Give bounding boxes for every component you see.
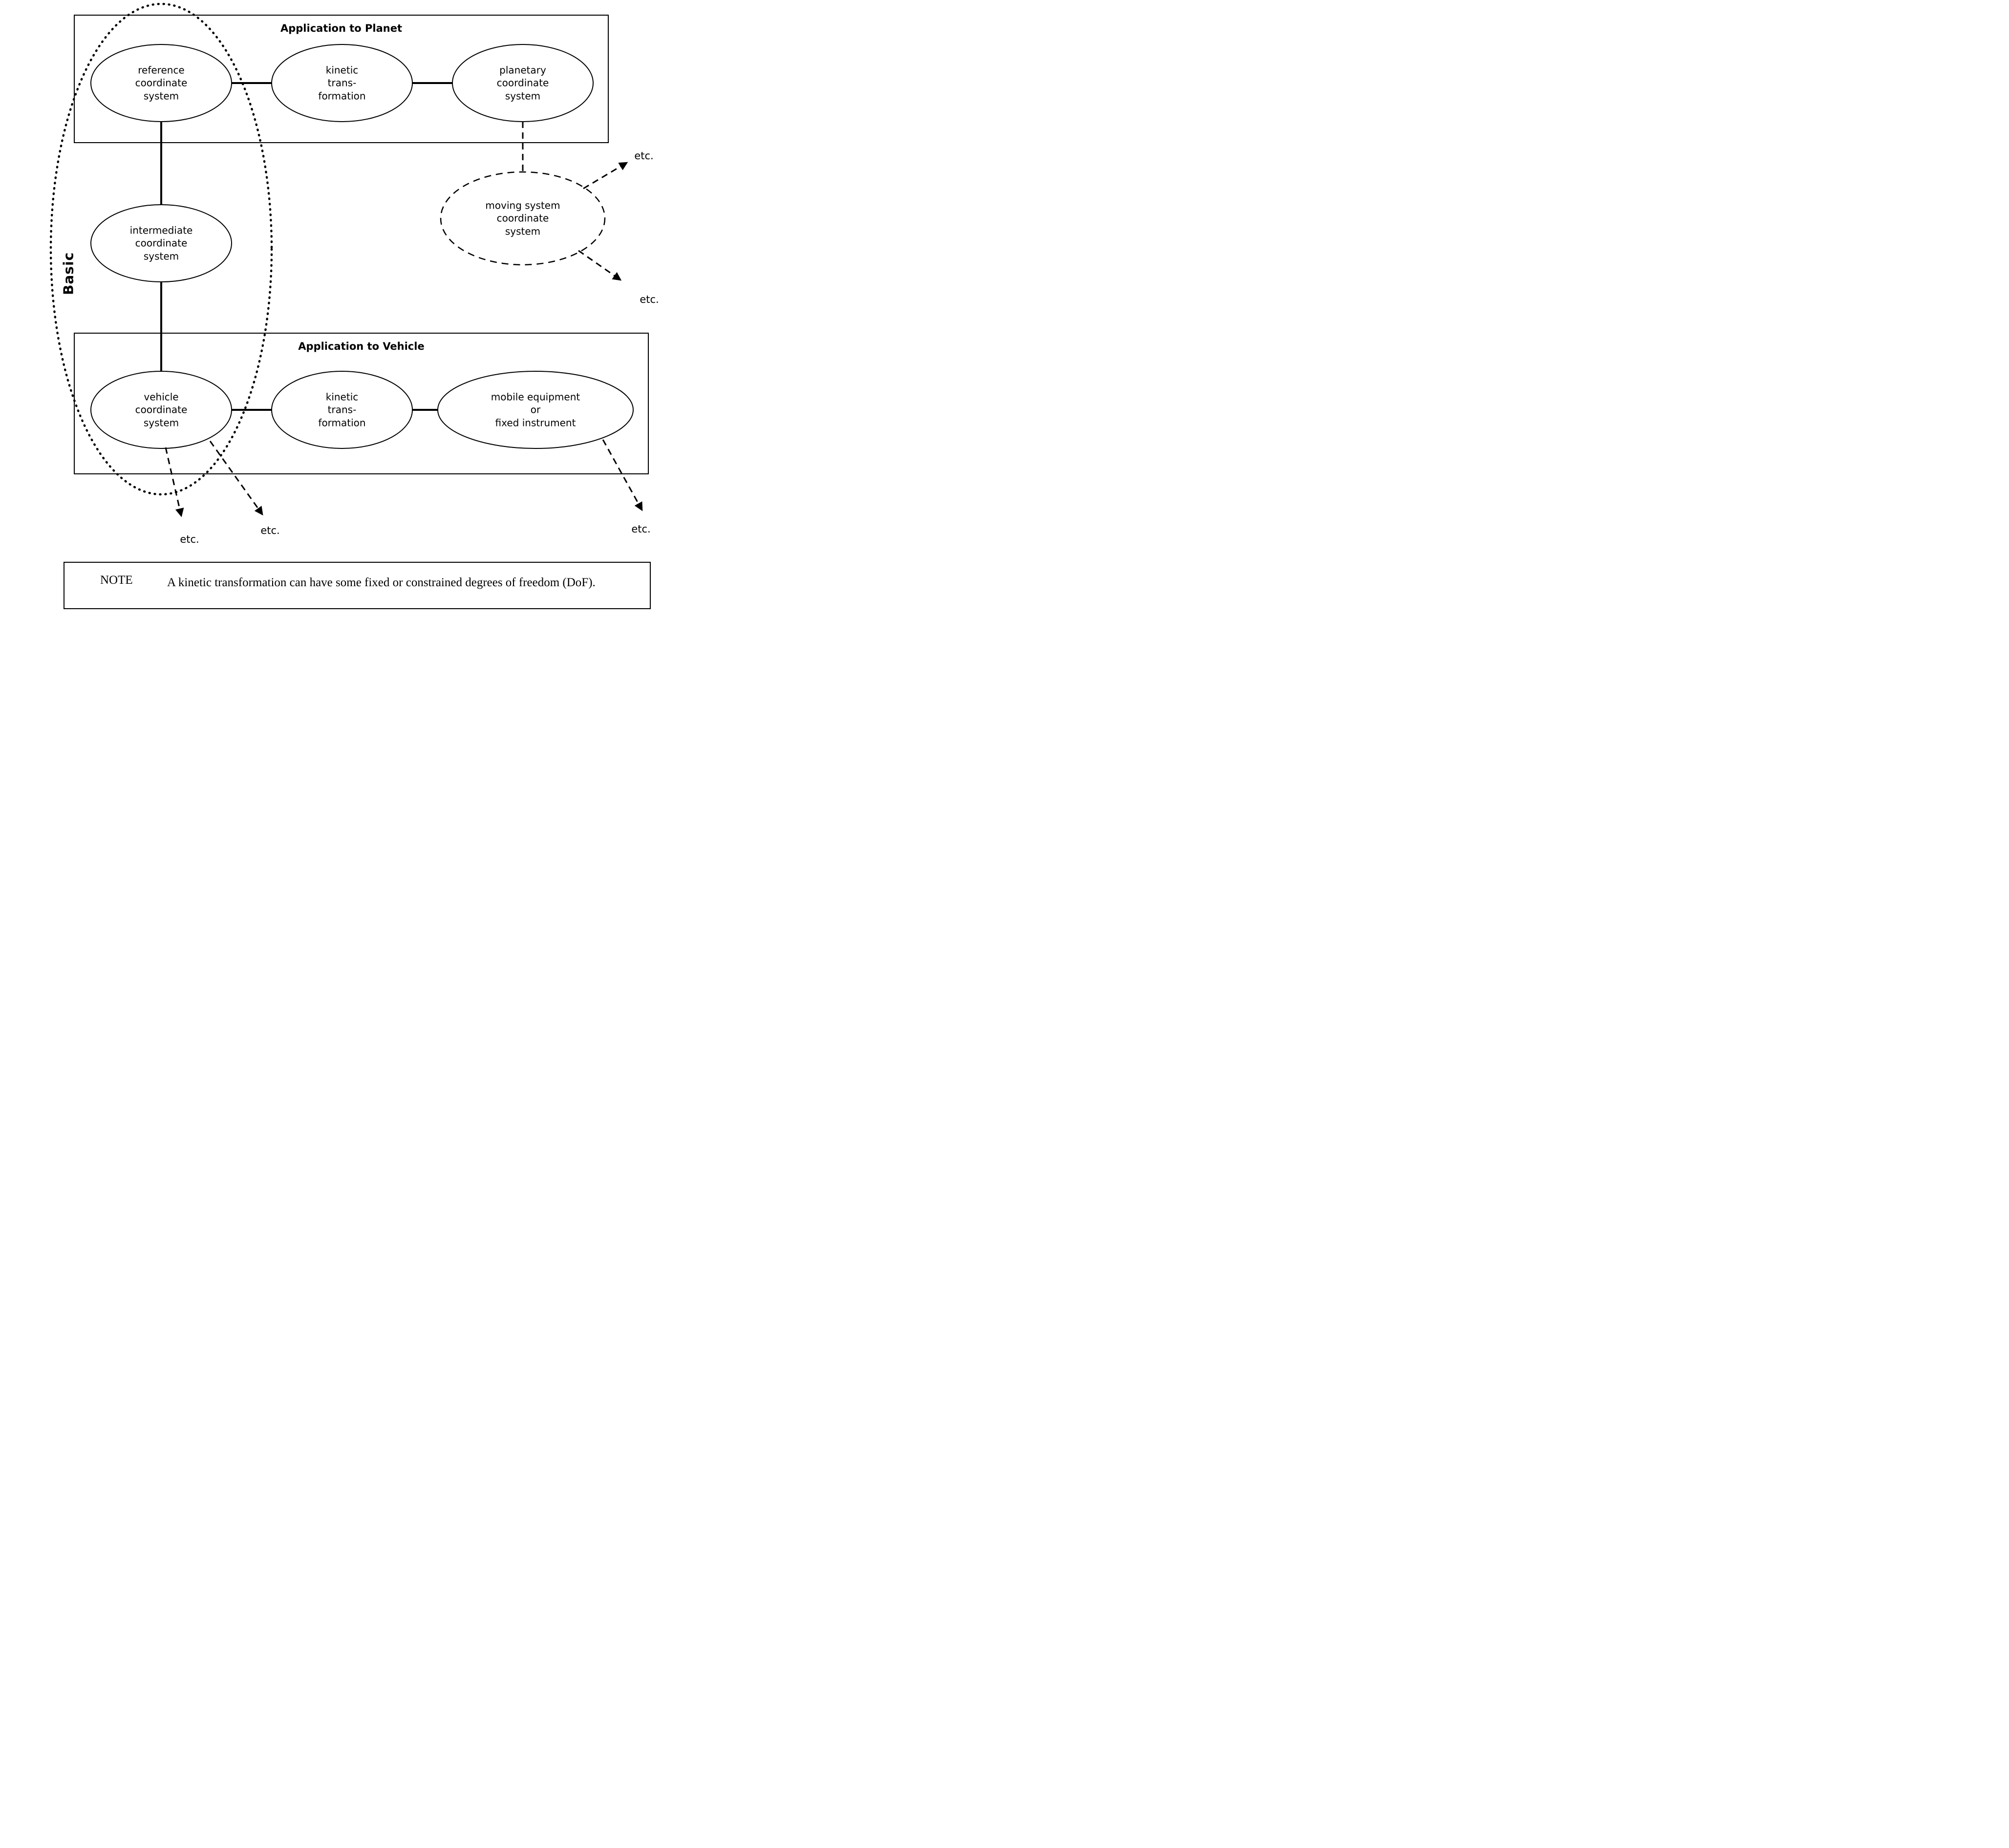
vehicle-label: vehicle coordinate system [135,391,188,429]
reference-label: reference coordinate system [135,64,188,102]
planetary-label: planetary coordinate system [496,64,549,102]
application-to-planet-title: Application to Planet [280,22,403,34]
kinetic-transformation-planet-label: kinetic trans- formation [318,64,366,102]
note-box: NOTE A kinetic transformation can have s… [64,562,651,609]
etc-label-bottom-mid: etc. [260,525,280,536]
moving-system-label: moving system coordinate system [485,199,560,237]
note-text: A kinetic transformation can have some f… [167,576,596,589]
coordinate-systems-diagram: Application to Planet Application to Veh… [0,0,670,616]
intermediate-label: intermediate coordinate system [129,224,193,262]
note-heading: NOTE [100,574,133,587]
application-to-vehicle-title: Application to Vehicle [298,340,425,352]
etc-label-mid-right: etc. [640,294,659,305]
basic-group-label: Basic [60,252,77,296]
mobile-equipment-label: mobile equipment or fixed instrument [491,391,580,429]
moving-etc-arrow-up [583,162,628,190]
etc-label-top-right: etc. [634,150,654,162]
etc-label-bottom-right: etc. [631,523,651,535]
etc-label-bottom-left: etc. [180,533,199,545]
moving-etc-arrow-down [578,250,622,281]
kinetic-transformation-vehicle-label: kinetic trans- formation [318,391,366,429]
